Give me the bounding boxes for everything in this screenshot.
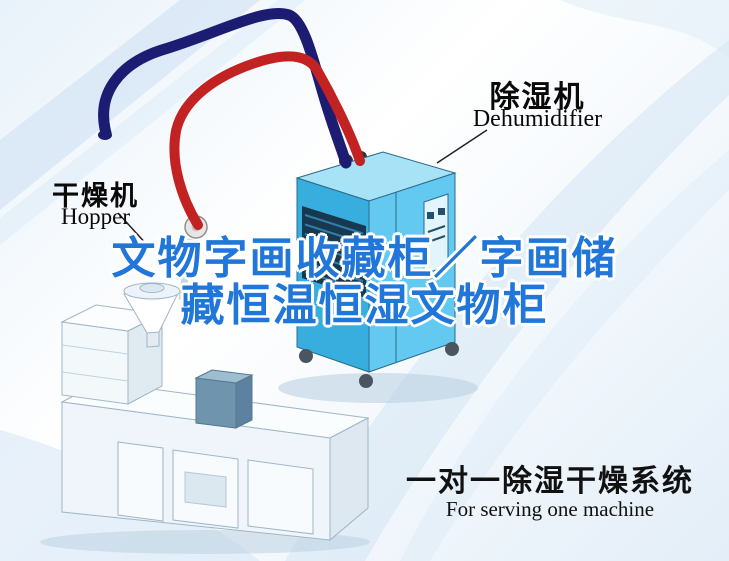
vent-grille — [302, 206, 366, 298]
dehumidifier-machine — [278, 151, 478, 403]
title-line-2: 藏恒温恒湿文物柜 — [180, 280, 549, 331]
pipe-navy-end — [98, 130, 112, 140]
suction-tube — [178, 238, 194, 301]
label-pointer-lines — [117, 129, 488, 248]
dehumidifier-label-cn: 除湿机 — [489, 80, 586, 115]
panel-door — [247, 459, 314, 535]
hopper-label-en: Hopper — [61, 204, 130, 229]
hopper-label-cn: 干燥机 — [52, 181, 139, 212]
extruder-machine — [40, 215, 370, 554]
title-line-1: 文物字画收藏柜／字画储 — [111, 233, 618, 284]
hopper-cone — [123, 282, 181, 348]
caption-en: For serving one machine — [445, 497, 655, 521]
caster-wheels — [299, 342, 459, 388]
pipe-navy — [98, 8, 352, 169]
control-cabinet — [194, 369, 254, 429]
dehumidifier-label-en: Dehumidifier — [472, 106, 603, 132]
control-panel — [423, 193, 449, 275]
dehumidifier-shadow — [278, 373, 478, 403]
pipe-red — [169, 51, 365, 230]
caption-cn: 一对一除湿干燥系统 — [406, 464, 694, 499]
panel-door — [117, 441, 164, 522]
